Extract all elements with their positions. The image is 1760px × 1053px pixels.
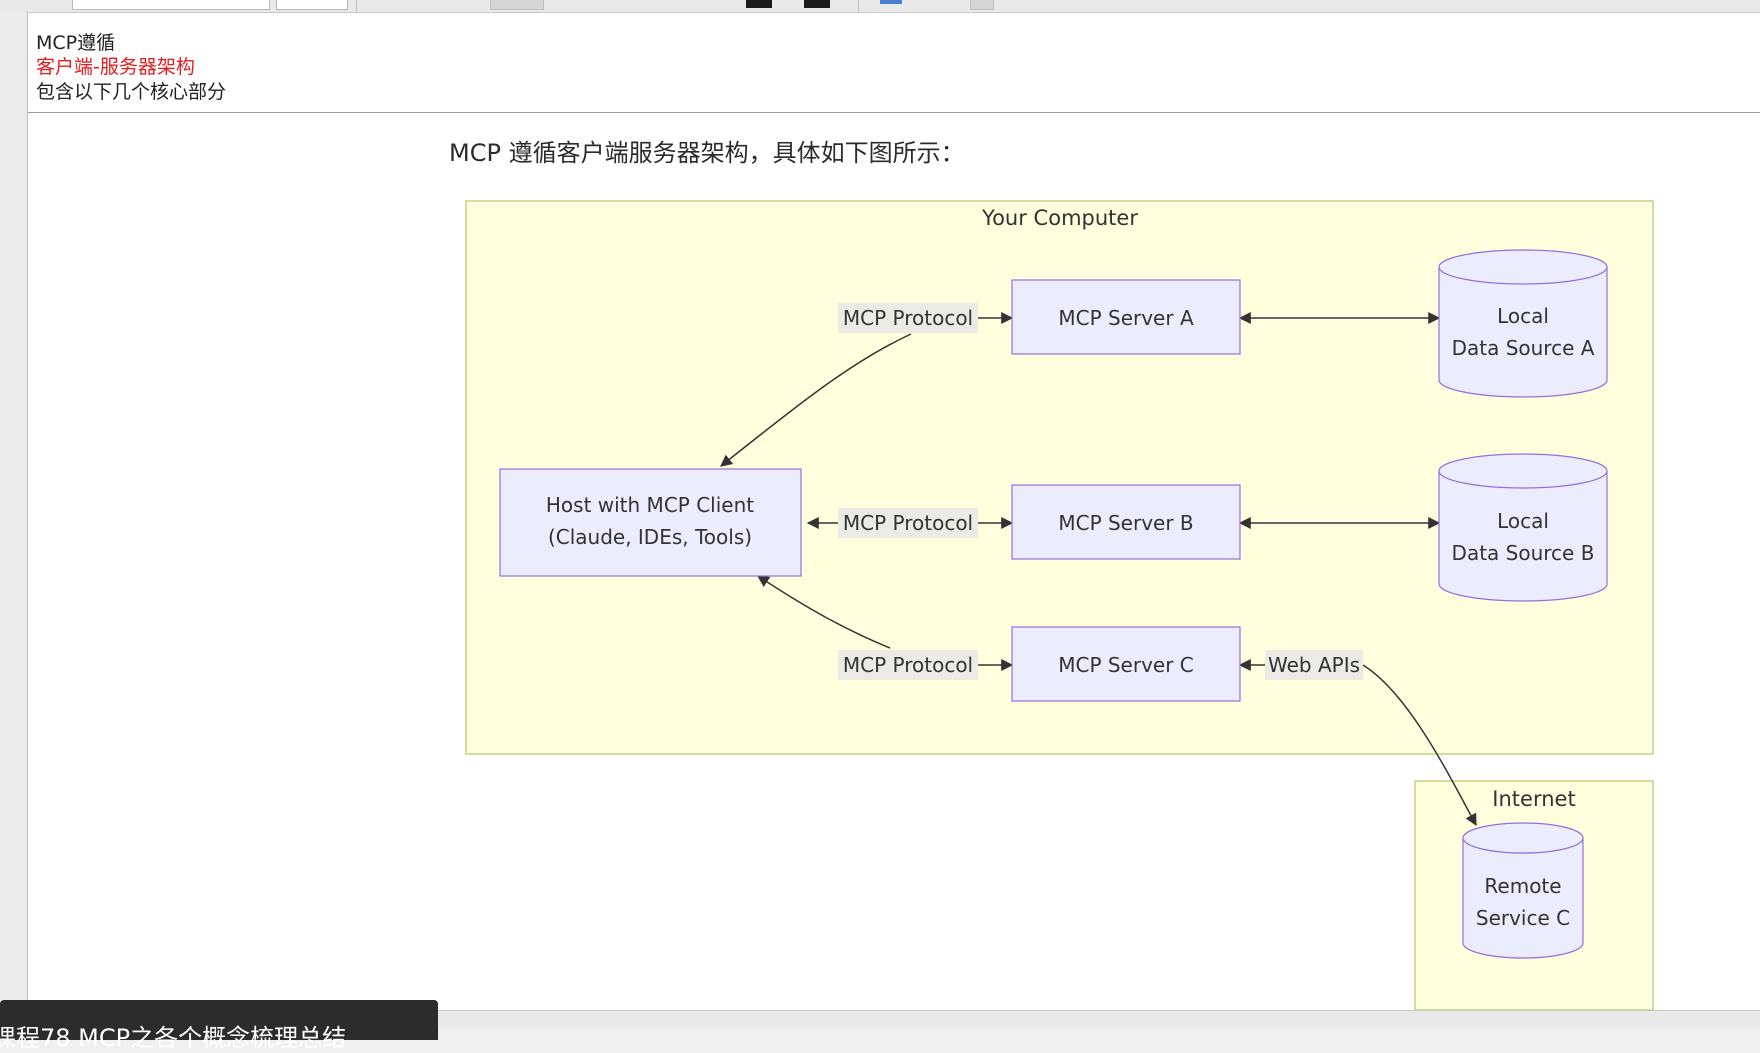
edge-host-server-a	[720, 333, 912, 467]
server-b-label: MCP Server B	[1058, 511, 1193, 535]
data-source-a-line2: Data Source A	[1452, 336, 1595, 360]
edge-web-apis-remote	[1362, 664, 1477, 827]
protocol-label-c: MCP Protocol	[843, 653, 973, 677]
data-source-b-cylinder: Local Data Source B	[1438, 453, 1608, 602]
font-size-dropdown[interactable]	[276, 0, 348, 10]
remote-service-cylinder: Remote Service C	[1462, 822, 1584, 959]
data-source-b-line1: Local	[1497, 509, 1549, 533]
internet-label: Internet	[1492, 787, 1575, 811]
insert-table-icon[interactable]	[970, 0, 994, 10]
article-heading: MCP 遵循客户端服务器架构，具体如下图所示：	[449, 139, 965, 167]
horizontal-scrollbar[interactable]	[28, 1010, 1760, 1029]
protocol-label-a: MCP Protocol	[843, 306, 973, 330]
highlight-color-icon[interactable]	[804, 0, 830, 8]
web-apis-label-bg	[1265, 650, 1363, 680]
note-line-1: MCP遵循	[36, 32, 116, 54]
toolbar	[0, 0, 1760, 13]
server-b-node	[1011, 484, 1241, 560]
web-apis-label: Web APIs	[1268, 653, 1360, 677]
remote-service-line1: Remote	[1484, 874, 1561, 898]
protocol-label-bg-a	[838, 303, 978, 333]
data-source-a-line1: Local	[1497, 304, 1549, 328]
protocol-label-bg-c	[838, 650, 978, 680]
note-line-3: 包含以下几个核心部分	[36, 81, 227, 103]
host-label-line1: Host with MCP Client	[546, 493, 754, 517]
protocol-label-b: MCP Protocol	[843, 511, 973, 535]
host-label-line2: (Claude, IDEs, Tools)	[548, 525, 752, 549]
video-caption-text: 课程78 MCP之各个概念梳理总结	[0, 1024, 347, 1052]
toolbar-separator	[356, 0, 357, 12]
video-caption: 课程78 MCP之各个概念梳理总结	[0, 1000, 438, 1052]
left-panel-edge	[0, 12, 28, 1042]
protocol-label-bg-b	[838, 508, 978, 538]
architecture-diagram: Your Computer Internet MCP Protocol MCP …	[465, 200, 1654, 1010]
server-c-node	[1011, 626, 1241, 702]
toolbar-button[interactable]	[490, 0, 544, 10]
host-node	[499, 468, 802, 577]
your-computer-label: Your Computer	[981, 206, 1138, 230]
document-page: MCP遵循 客户端-服务器架构 包含以下几个核心部分 MCP 遵循客户端服务器架…	[28, 13, 1760, 1010]
server-c-label: MCP Server C	[1058, 653, 1194, 677]
text-color-icon[interactable]	[746, 0, 772, 8]
font-family-dropdown[interactable]	[72, 0, 270, 10]
toolbar-separator	[858, 0, 859, 12]
server-a-node	[1011, 279, 1241, 355]
edge-host-server-c	[756, 575, 891, 649]
data-source-b-line2: Data Source B	[1452, 541, 1595, 565]
insert-image-icon[interactable]	[880, 0, 902, 4]
server-a-label: MCP Server A	[1058, 306, 1194, 330]
note-line-2: 客户端-服务器架构	[36, 56, 195, 78]
remote-service-line2: Service C	[1476, 906, 1570, 930]
data-source-a-cylinder: Local Data Source A	[1438, 249, 1608, 398]
note-header: MCP遵循 客户端-服务器架构 包含以下几个核心部分	[28, 13, 1760, 113]
